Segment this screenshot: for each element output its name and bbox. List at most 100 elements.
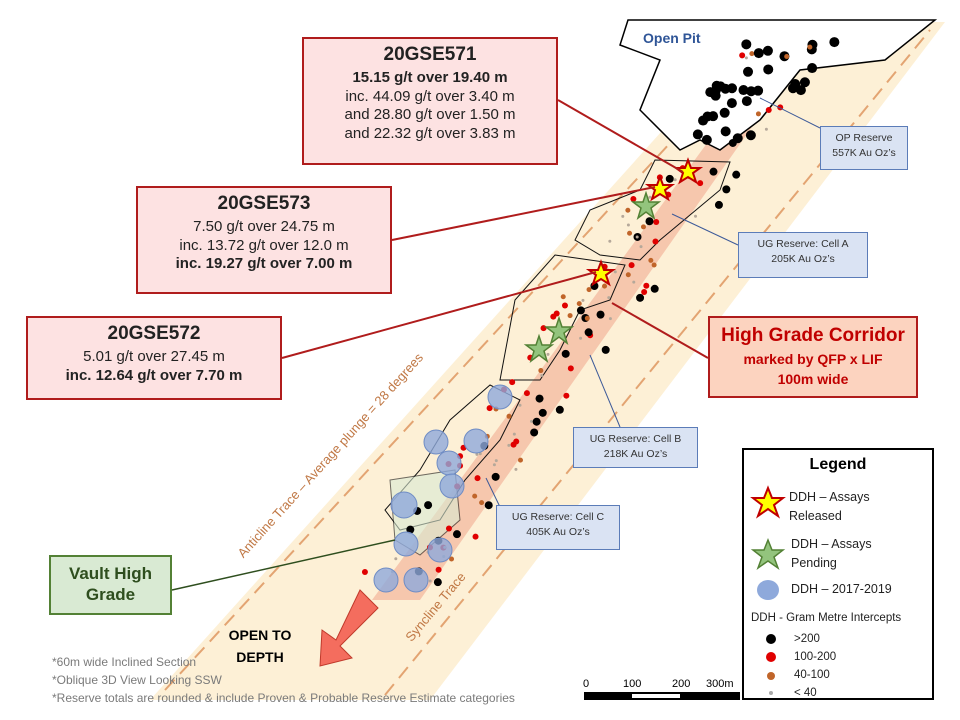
intercept-dot (428, 579, 432, 583)
intercept-dot (635, 235, 639, 239)
legend-gm-title: DDH - Gram Metre Intercepts (751, 612, 902, 624)
reserve-name: UG Reserve: Cell C (511, 511, 605, 523)
scale-tick: 100 (623, 678, 642, 690)
intercept-dot (584, 328, 593, 337)
intercept-dot (807, 44, 813, 50)
intercept-dot (475, 452, 479, 456)
intercept-dot (652, 238, 659, 245)
intercept-dot (472, 493, 478, 499)
historic-drill-holes (373, 384, 513, 593)
intercept-dot (744, 56, 748, 60)
intercept-dot (532, 417, 541, 426)
legend-text: Pending (791, 555, 837, 570)
intercept-dot (641, 288, 648, 295)
intercept-dot (726, 98, 737, 109)
intercept-dot (406, 525, 415, 534)
note: *Oblique 3D View Looking SSW (52, 673, 222, 687)
intercept-dot (474, 475, 481, 482)
intercept-dot (494, 459, 498, 463)
gm-40-icon (767, 672, 775, 680)
intercept-line: inc. 44.09 g/t over 3.40 m (345, 87, 515, 105)
intercept-dot (829, 37, 840, 48)
legend-gm: >200 (794, 633, 820, 645)
intercept-dot (581, 298, 585, 302)
intercept-dot (621, 214, 625, 218)
hole-id: 20GSE572 (107, 323, 201, 344)
intercept-dot (586, 287, 592, 293)
intercept-dot (714, 200, 723, 209)
intercept-line: inc. 12.64 g/t over 7.70 m (65, 366, 243, 384)
intercept-dot (630, 195, 637, 202)
intercept-dot (491, 472, 500, 481)
intercept-dot (445, 525, 452, 532)
intercept-dot (653, 218, 660, 225)
intercept-line: inc. 13.72 g/t over 12.0 m (179, 236, 349, 254)
intercept-dot (518, 403, 522, 407)
intercept-dot (755, 111, 761, 117)
intercept-dot (701, 134, 712, 145)
intercept-dot (540, 325, 547, 332)
intercept-dot (650, 284, 659, 293)
intercept-dot (648, 195, 652, 199)
high-grade-corridor-zone (372, 30, 820, 600)
intercept-dot (697, 180, 704, 187)
intercept-dot (472, 533, 479, 540)
intercept-dot (433, 578, 442, 587)
intercept-dot (484, 501, 493, 510)
intercept-dot (602, 283, 608, 289)
vault-line: Vault High (68, 564, 153, 583)
legend-symbols (750, 485, 786, 695)
intercept-dot (739, 52, 746, 59)
intercept-dot (424, 501, 433, 510)
intercept-dot (506, 413, 512, 419)
callout-leaders (281, 99, 709, 359)
corridor-sub: marked by QFP x LIF (743, 350, 883, 367)
intercept-dot (627, 230, 633, 236)
intercept-dot (643, 282, 650, 289)
intercept-dot (720, 126, 731, 137)
open-pit-label: Open Pit (643, 30, 701, 46)
intercept-dot (607, 296, 611, 300)
intercept-line: 5.01 g/t over 27.45 m (83, 347, 225, 365)
legend-title: Legend (809, 456, 867, 473)
intercept-dot (651, 262, 657, 268)
intercept-dot (628, 262, 635, 269)
intercept-dot (749, 51, 755, 57)
intercept-dot (639, 245, 643, 249)
intercept-dot (530, 428, 539, 437)
intercept-dot (753, 85, 764, 96)
intercept-dot (608, 317, 612, 321)
callout-20gse572: 20GSE572 5.01 g/t over 27.45 m inc. 12.6… (26, 316, 282, 400)
intercept-dot (763, 64, 774, 75)
intercept-dot (596, 310, 605, 319)
scale-bar (584, 692, 740, 700)
intercept-dot (507, 443, 511, 447)
intercept-dot (787, 83, 798, 94)
gm-200-icon (766, 634, 776, 644)
intercept-dot (741, 96, 752, 107)
intercept-dot (479, 500, 485, 506)
pending-star-icon (750, 537, 786, 570)
intercept-dot (555, 405, 564, 414)
intercept-dot (795, 85, 806, 96)
intercept-dot (540, 374, 544, 378)
intercept-dot (673, 178, 677, 182)
intercept-dot (632, 280, 636, 284)
intercept-line: 15.15 g/t over 19.40 m (352, 68, 508, 86)
intercept-dot (601, 345, 610, 354)
intercept-dot (576, 301, 582, 307)
intercept-dot (720, 83, 731, 94)
intercept-dot (625, 207, 631, 213)
intercept-dot (563, 392, 570, 399)
intercept-dot (579, 336, 583, 340)
corridor-title: High Grade Corridor (721, 325, 905, 346)
intercept-dot (567, 365, 574, 372)
intercept-dot (394, 557, 398, 561)
intercept-dot (509, 379, 516, 386)
